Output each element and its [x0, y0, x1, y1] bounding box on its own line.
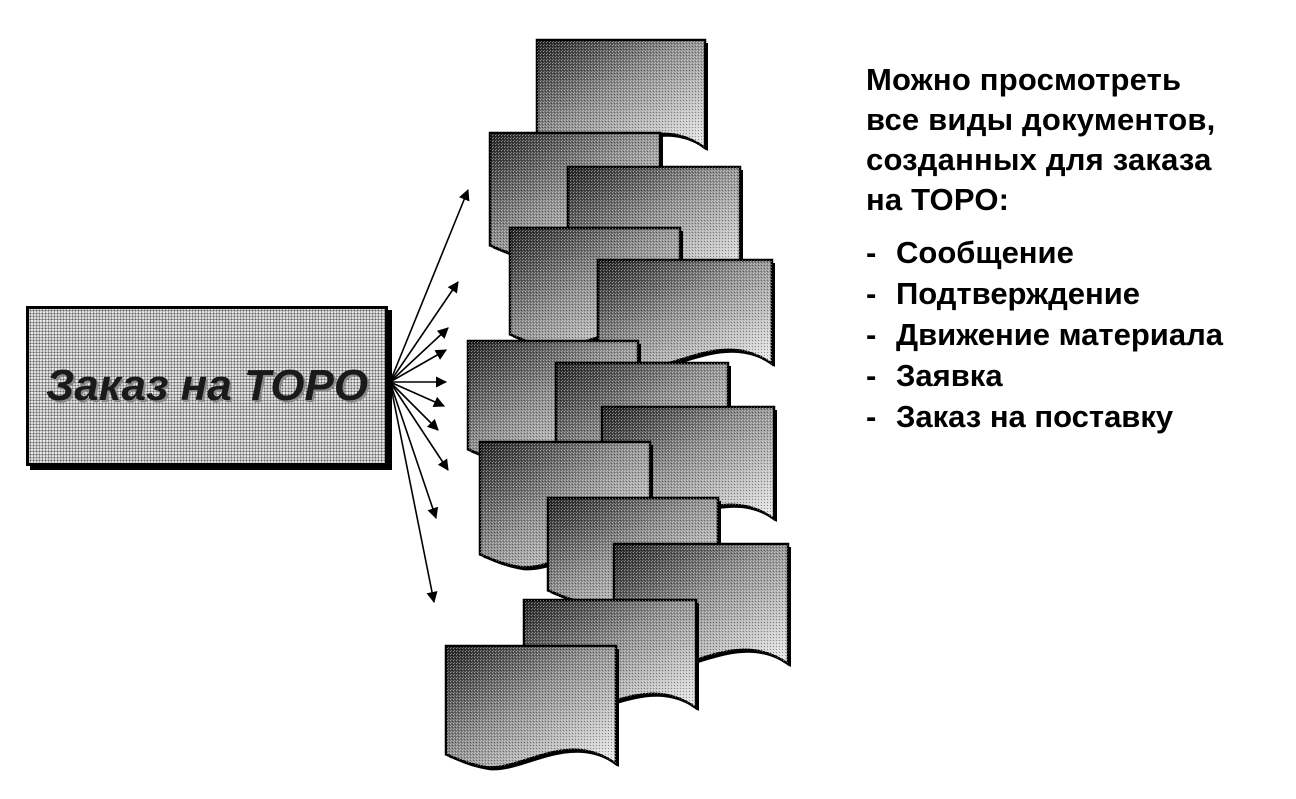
- document-type-item: -Движение материала: [866, 317, 1223, 352]
- document-type-label: Движение материала: [896, 317, 1223, 352]
- connector-arrow: [389, 381, 438, 604]
- document-type-item: -Заявка: [866, 358, 1003, 393]
- document-type-item: -Заказ на поставку: [866, 399, 1174, 434]
- document-type-label: Заявка: [896, 358, 1003, 393]
- document-texture: [537, 40, 705, 152]
- document-stack: [444, 38, 791, 771]
- connector-arrow: [389, 349, 447, 383]
- document-icon: [444, 644, 619, 771]
- source-box: Заказ на ТОРО: [26, 306, 388, 466]
- document-type-list: -Сообщение -Подтверждение -Движение мате…: [866, 232, 1286, 437]
- connector-arrow: [389, 327, 449, 383]
- connector-arrow: [389, 381, 439, 431]
- document-type-label: Заказ на поставку: [896, 399, 1174, 434]
- connector-arrow: [389, 381, 439, 520]
- source-label: Заказ на ТОРО: [45, 361, 369, 410]
- document-type-label: Сообщение: [896, 235, 1074, 270]
- connector-arrows: [389, 188, 470, 604]
- connector-arrow: [389, 188, 470, 383]
- document-texture: [598, 260, 772, 368]
- document-type-item: -Подтверждение: [866, 276, 1141, 311]
- document-type-item: -Сообщение: [866, 235, 1074, 270]
- info-heading: Можно просмотреть все виды документов, с…: [866, 62, 1216, 217]
- connector-arrow: [389, 381, 446, 408]
- info-panel: Можно просмотреть все виды документов, с…: [866, 60, 1286, 437]
- connector-arrow: [389, 281, 459, 383]
- document-texture: [446, 646, 616, 768]
- connector-arrow: [389, 381, 449, 471]
- document-type-label: Подтверждение: [896, 276, 1141, 311]
